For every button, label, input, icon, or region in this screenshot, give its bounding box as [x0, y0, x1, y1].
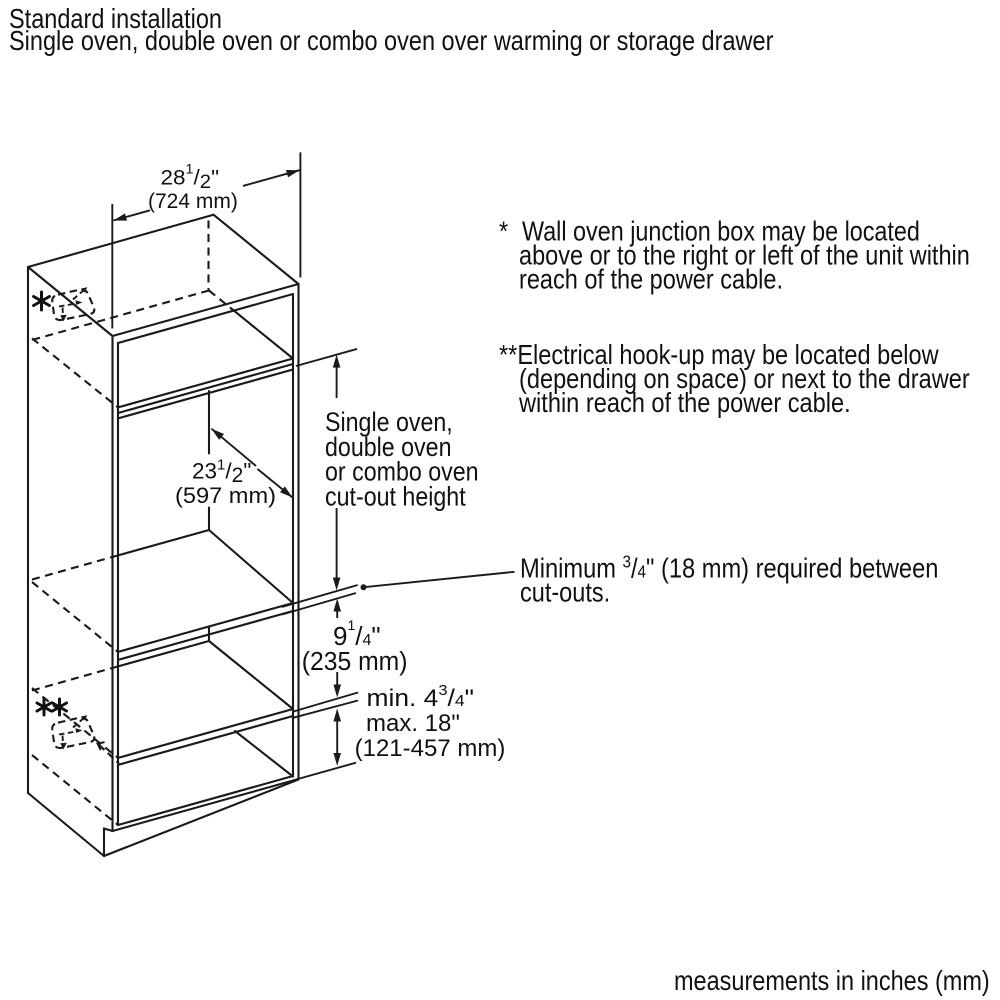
svg-text:within reach of the power cabl: within reach of the power cable.: [518, 388, 851, 418]
svg-text:measurements in inches (mm): measurements in inches (mm): [674, 966, 990, 996]
svg-text:Single oven,: Single oven,: [325, 407, 453, 437]
svg-text:Single oven, double oven or co: Single oven, double oven or combo oven o…: [9, 26, 774, 56]
svg-text:double oven: double oven: [325, 432, 451, 462]
svg-text:**Electrical hook-up may be lo: **Electrical hook-up may be located belo…: [499, 340, 939, 370]
svg-text:(depending on space) or next t: (depending on space) or next to the draw…: [519, 364, 970, 394]
svg-text:(121-457 mm): (121-457 mm): [355, 735, 506, 762]
svg-text:(597 mm): (597 mm): [175, 482, 276, 507]
svg-text:Standard installation: Standard installation: [9, 4, 222, 34]
svg-text:cut-out height: cut-out height: [325, 482, 466, 512]
svg-text:cut-outs.: cut-outs.: [520, 578, 610, 608]
svg-text:(724 mm): (724 mm): [148, 190, 238, 213]
svg-text:(235 mm): (235 mm): [302, 647, 408, 676]
svg-text:or combo oven: or combo oven: [325, 457, 479, 487]
svg-text:*: *: [499, 217, 508, 247]
svg-text:91/4": 91/4": [333, 617, 381, 651]
svg-text:above or to the right or left: above or to the right or left of the uni…: [519, 241, 970, 271]
svg-text:Minimum 3/4" (18 mm) required: Minimum 3/4" (18 mm) required between: [520, 551, 938, 584]
svg-text:reach of the power cable.: reach of the power cable.: [519, 265, 783, 295]
svg-text:min. 43/4": min. 43/4": [367, 683, 475, 712]
svg-text:Wall oven junction box may be: Wall oven junction box may be located: [522, 217, 920, 247]
svg-text:max. 18": max. 18": [366, 710, 460, 737]
